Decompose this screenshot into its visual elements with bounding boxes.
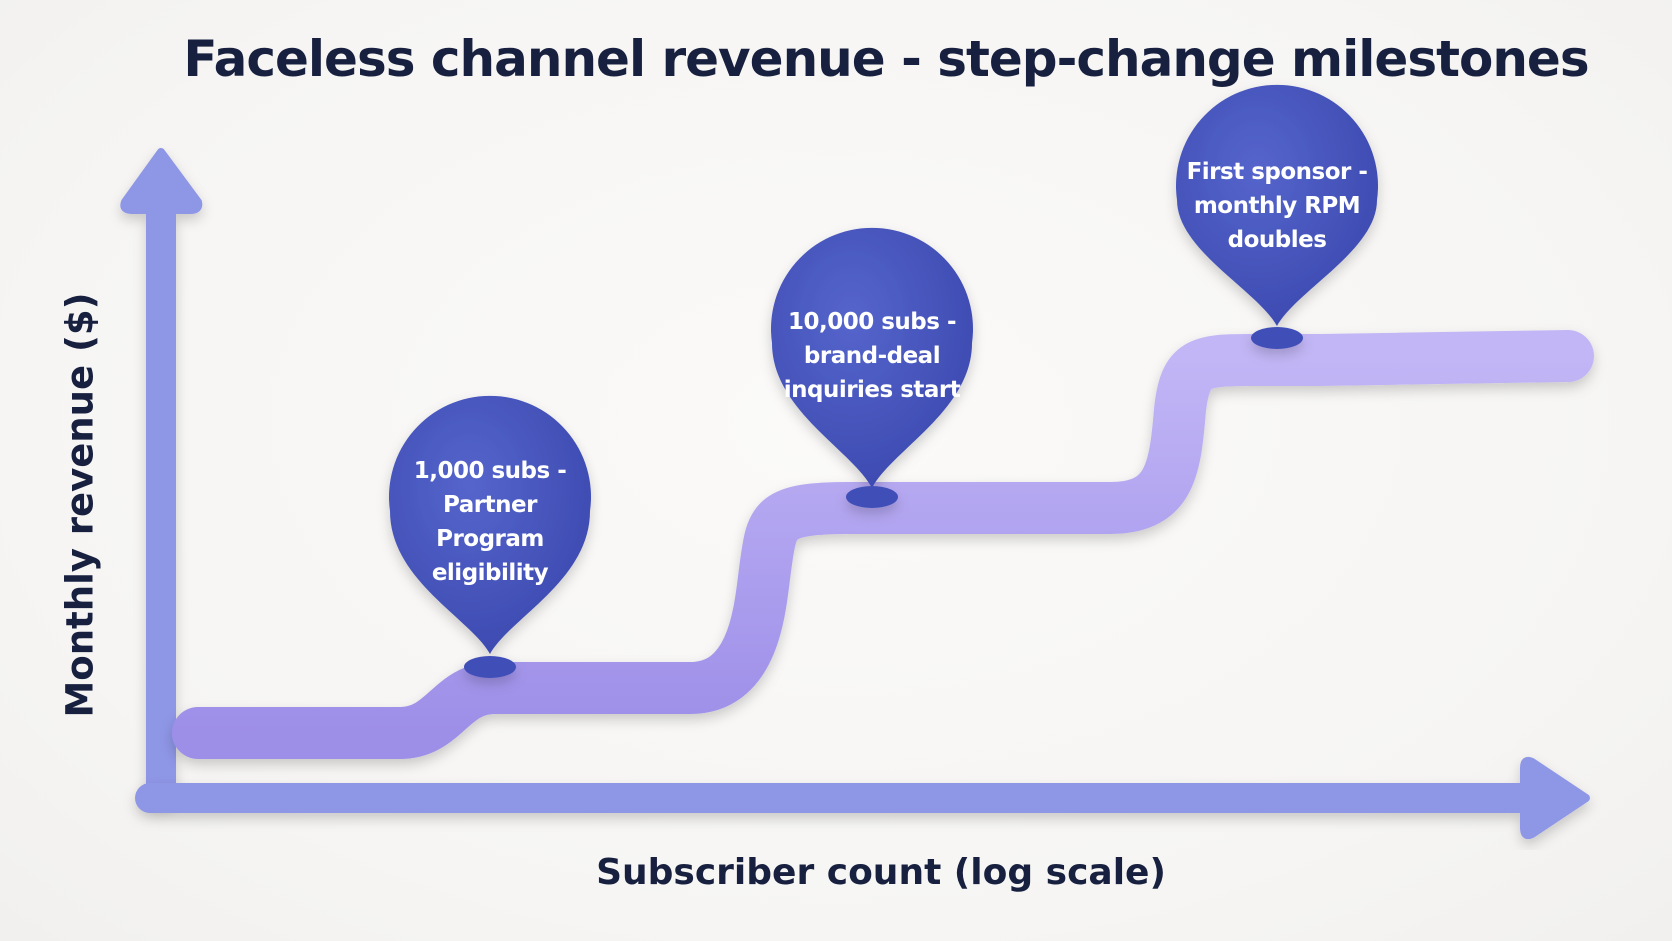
milestone-3-line-1: First sponsor - bbox=[1186, 159, 1368, 185]
milestone-3-line-3: doubles bbox=[1227, 227, 1327, 253]
revenue-step-path bbox=[172, 330, 1594, 759]
milestone-1-line-1: 1,000 subs - bbox=[413, 458, 567, 484]
milestone-label-2: 10,000 subs - brand-deal inquiries start bbox=[772, 305, 972, 407]
pin-3-base bbox=[1251, 327, 1303, 349]
milestone-1-line-3: eligibility bbox=[431, 560, 549, 586]
pin-1-base bbox=[464, 656, 516, 678]
milestone-1-line-2: Partner Program bbox=[436, 492, 544, 552]
milestone-2-line-2: brand-deal bbox=[803, 343, 941, 369]
milestone-pin-3 bbox=[1176, 84, 1378, 349]
milestone-2-line-1: 10,000 subs - bbox=[787, 309, 957, 335]
milestone-label-1: 1,000 subs - Partner Program eligibility bbox=[390, 454, 590, 590]
milestone-pin-1 bbox=[389, 395, 591, 678]
y-axis-label: Monthly revenue ($) bbox=[58, 292, 102, 718]
milestone-2-line-3: inquiries start bbox=[783, 377, 961, 403]
diagram-title: Faceless channel revenue - step-change m… bbox=[183, 30, 1589, 88]
y-axis-arrowhead bbox=[120, 148, 203, 214]
x-axis bbox=[135, 756, 1590, 840]
x-axis-arrowhead bbox=[1520, 756, 1590, 840]
x-axis-label: Subscriber count (log scale) bbox=[596, 852, 1166, 893]
y-axis bbox=[120, 148, 203, 805]
milestone-label-3: First sponsor - monthly RPM doubles bbox=[1177, 155, 1377, 257]
milestone-3-line-2: monthly RPM bbox=[1193, 193, 1361, 219]
pin-2-base bbox=[846, 486, 898, 508]
milestone-pin-2 bbox=[771, 227, 973, 508]
